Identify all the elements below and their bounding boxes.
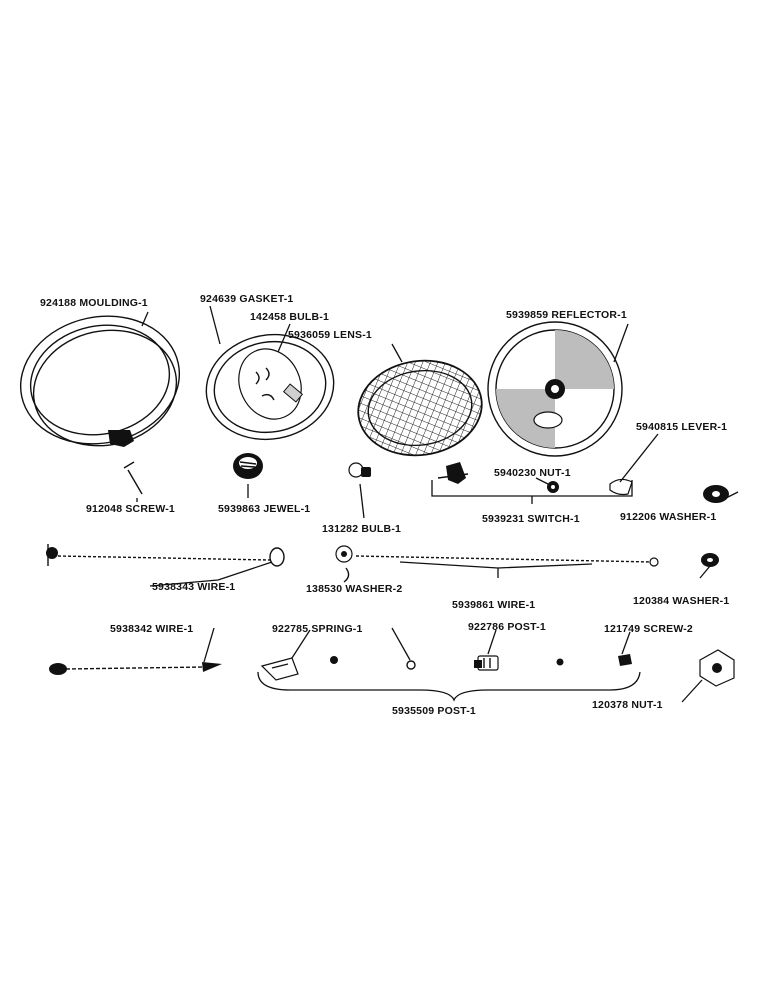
spring-part xyxy=(260,657,299,681)
washer-912206-part xyxy=(703,485,729,503)
screw-912048-part xyxy=(123,461,143,495)
leader-lines xyxy=(136,305,739,703)
screw-small-2-part xyxy=(556,658,564,666)
post-922786-part xyxy=(474,655,499,671)
washer-120384-part xyxy=(701,553,719,567)
bulb-131282-part xyxy=(348,462,371,478)
washer-138530-part xyxy=(406,660,416,670)
label-wire-5939861: 5939861 WIRE-1 xyxy=(452,599,535,611)
reflector-part xyxy=(487,321,623,457)
label-nut-5940230: 5940230 NUT-1 xyxy=(494,467,571,479)
switch-part xyxy=(437,462,469,484)
label-lens: 5936059 LENS-1 xyxy=(288,329,372,341)
label-washer-912206: 912206 WASHER-1 xyxy=(620,511,716,523)
lens-part xyxy=(357,359,483,457)
jewel-part xyxy=(233,453,263,479)
label-post-922786: 922786 POST-1 xyxy=(468,621,546,633)
nut-5940230-part xyxy=(547,481,559,493)
label-spring: 922785 SPRING-1 xyxy=(272,623,363,635)
label-screw-912048: 912048 SCREW-1 xyxy=(86,503,175,515)
wire-5938342-part xyxy=(49,662,222,675)
label-switch: 5939231 SWITCH-1 xyxy=(482,513,580,525)
part-labels: 924188 MOULDING-1 924639 GASKET-1 142458… xyxy=(40,293,729,717)
screw-121749-part xyxy=(618,654,632,666)
label-bulb-131282: 131282 BULB-1 xyxy=(322,523,401,535)
label-reflector: 5939859 REFLECTOR-1 xyxy=(506,309,627,321)
label-moulding: 924188 MOULDING-1 xyxy=(40,297,148,309)
label-bulb-142458: 142458 BULB-1 xyxy=(250,311,329,323)
gasket-part xyxy=(205,333,335,441)
wire-5938343-part xyxy=(46,544,285,567)
moulding-part xyxy=(19,315,181,447)
label-nut-120378: 120378 NUT-1 xyxy=(592,699,663,711)
label-screw-121749: 121749 SCREW-2 xyxy=(604,623,693,635)
switch-group-bracket xyxy=(431,480,633,504)
wire-5939861-part xyxy=(335,545,659,583)
nut-120378-part xyxy=(699,649,735,687)
label-gasket: 924639 GASKET-1 xyxy=(200,293,293,305)
post-group-bracket xyxy=(257,671,641,702)
screw-small-1-part xyxy=(330,656,338,664)
label-washer-120384: 120384 WASHER-1 xyxy=(633,595,729,607)
label-post-5935509: 5935509 POST-1 xyxy=(392,705,476,717)
label-wire-5938342: 5938342 WIRE-1 xyxy=(110,623,193,635)
bulb-142458-part xyxy=(238,348,304,420)
label-washer-138530: 138530 WASHER-2 xyxy=(306,583,402,595)
label-wire-5938343: 5938343 WIRE-1 xyxy=(152,581,235,593)
label-jewel: 5939863 JEWEL-1 xyxy=(218,503,310,515)
label-lever: 5940815 LEVER-1 xyxy=(636,421,727,433)
lever-part xyxy=(609,478,633,496)
